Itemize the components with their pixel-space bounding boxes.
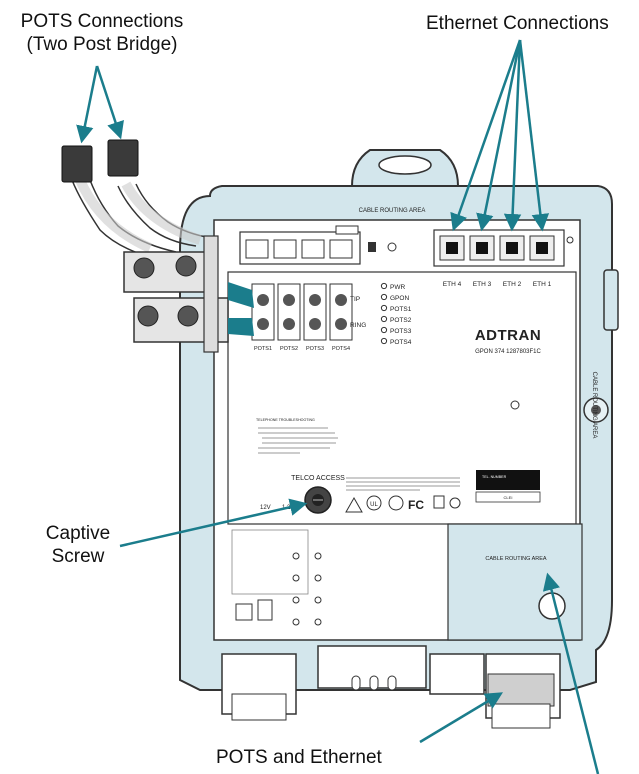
- pots-bridge: [61, 139, 229, 353]
- captive-screw-line1: Captive: [45, 523, 111, 544]
- led-label: POTS1: [390, 306, 412, 313]
- pots-port-label: POTS4: [332, 346, 350, 352]
- tip-ring-highlight: [228, 282, 254, 336]
- pots-connections-line2: (Two Post Bridge): [26, 34, 178, 55]
- pots-port-label: POTS3: [306, 346, 324, 352]
- reset-hole: [387, 242, 397, 252]
- brand-logo: ADTRAN: [475, 327, 541, 344]
- rj11-jack: [273, 239, 297, 259]
- telco-access-label: TELCO ACCESS: [291, 475, 345, 482]
- led-indicators: [380, 282, 388, 345]
- model-label: GPON 374 1287803F1C: [475, 349, 541, 355]
- regulatory-text: [346, 477, 460, 491]
- eth-port-label: ETH 3: [473, 281, 492, 288]
- svg-text:UL: UL: [370, 502, 378, 508]
- cable-routing-side-label: CABLE ROUTING AREA: [591, 372, 597, 439]
- serial-label: TEL. NUMBER CLEI: [475, 470, 541, 503]
- cable-routing-top-label: CABLE ROUTING AREA: [359, 208, 426, 214]
- led-label: POTS4: [390, 339, 412, 346]
- troubleshooting-label: TELEPHONE TROUBLESHOOTING: [256, 418, 338, 454]
- bottom-cable-glands: [221, 645, 561, 729]
- rj11-jack: [301, 239, 325, 259]
- rj11-plug-icon: [107, 139, 139, 177]
- ethernet-port[interactable]: [469, 235, 495, 261]
- ring-label: RING: [350, 322, 366, 329]
- led-label: POTS3: [390, 328, 412, 335]
- rj11-block: [239, 225, 361, 265]
- captive-screw[interactable]: [304, 486, 332, 514]
- rj11-jack: [329, 239, 353, 259]
- svg-text:FC: FC: [408, 498, 424, 512]
- indicator-hole: [510, 400, 520, 410]
- lower-cable-routing-area: [447, 523, 583, 641]
- captive-screw-callout: Captive Screw: [40, 522, 116, 568]
- ethernet-connections-callout: Ethernet Connections: [426, 13, 609, 34]
- ethernet-port-block: [433, 229, 574, 267]
- clei-label: CLEI: [504, 495, 513, 500]
- pots-terminal-block: [251, 283, 353, 341]
- ul-mark-icon: UL: [366, 495, 382, 511]
- led-label: GPON: [390, 295, 409, 302]
- callout-arrows: [76, 39, 600, 774]
- eth-port-label: ETH 1: [533, 281, 552, 288]
- captive-screw-line2: Screw: [51, 546, 105, 567]
- dip-switch: [368, 242, 376, 252]
- led-label: PWR: [390, 284, 405, 291]
- pots-connections-callout: POTS Connections (Two Post Bridge): [12, 10, 192, 56]
- pots-port-label: POTS2: [280, 346, 298, 352]
- ce-mark-icon: [388, 495, 404, 511]
- pots-and-ethernet-callout: POTS and Ethernet: [216, 747, 382, 768]
- rj11-plug-icon: [61, 145, 93, 183]
- rj11-jack: [245, 239, 269, 259]
- recycle-icon: [433, 495, 461, 509]
- warning-triangle-icon: [345, 496, 363, 513]
- fcc-mark-icon: FC: [408, 498, 424, 512]
- eth-port-label: ETH 4: [443, 281, 462, 288]
- eth-port-label: ETH 2: [503, 281, 522, 288]
- ethernet-port[interactable]: [439, 235, 465, 261]
- ethernet-port[interactable]: [499, 235, 525, 261]
- troubleshooting-title: TELEPHONE TROUBLESHOOTING: [256, 418, 315, 422]
- tel-number-label: TEL. NUMBER: [482, 475, 507, 479]
- ethernet-port[interactable]: [529, 235, 555, 261]
- lower-left-panel: [231, 529, 322, 626]
- pots-port-label: POTS1: [254, 346, 272, 352]
- pots-connections-line1: POTS Connections: [20, 11, 184, 32]
- led-label: POTS2: [390, 317, 412, 324]
- voltage-label: 12V: [260, 505, 271, 511]
- tip-label: TIP: [350, 296, 360, 303]
- cable-routing-lower-label: CABLE ROUTING AREA: [485, 556, 546, 562]
- bridge-clamp: [123, 235, 229, 353]
